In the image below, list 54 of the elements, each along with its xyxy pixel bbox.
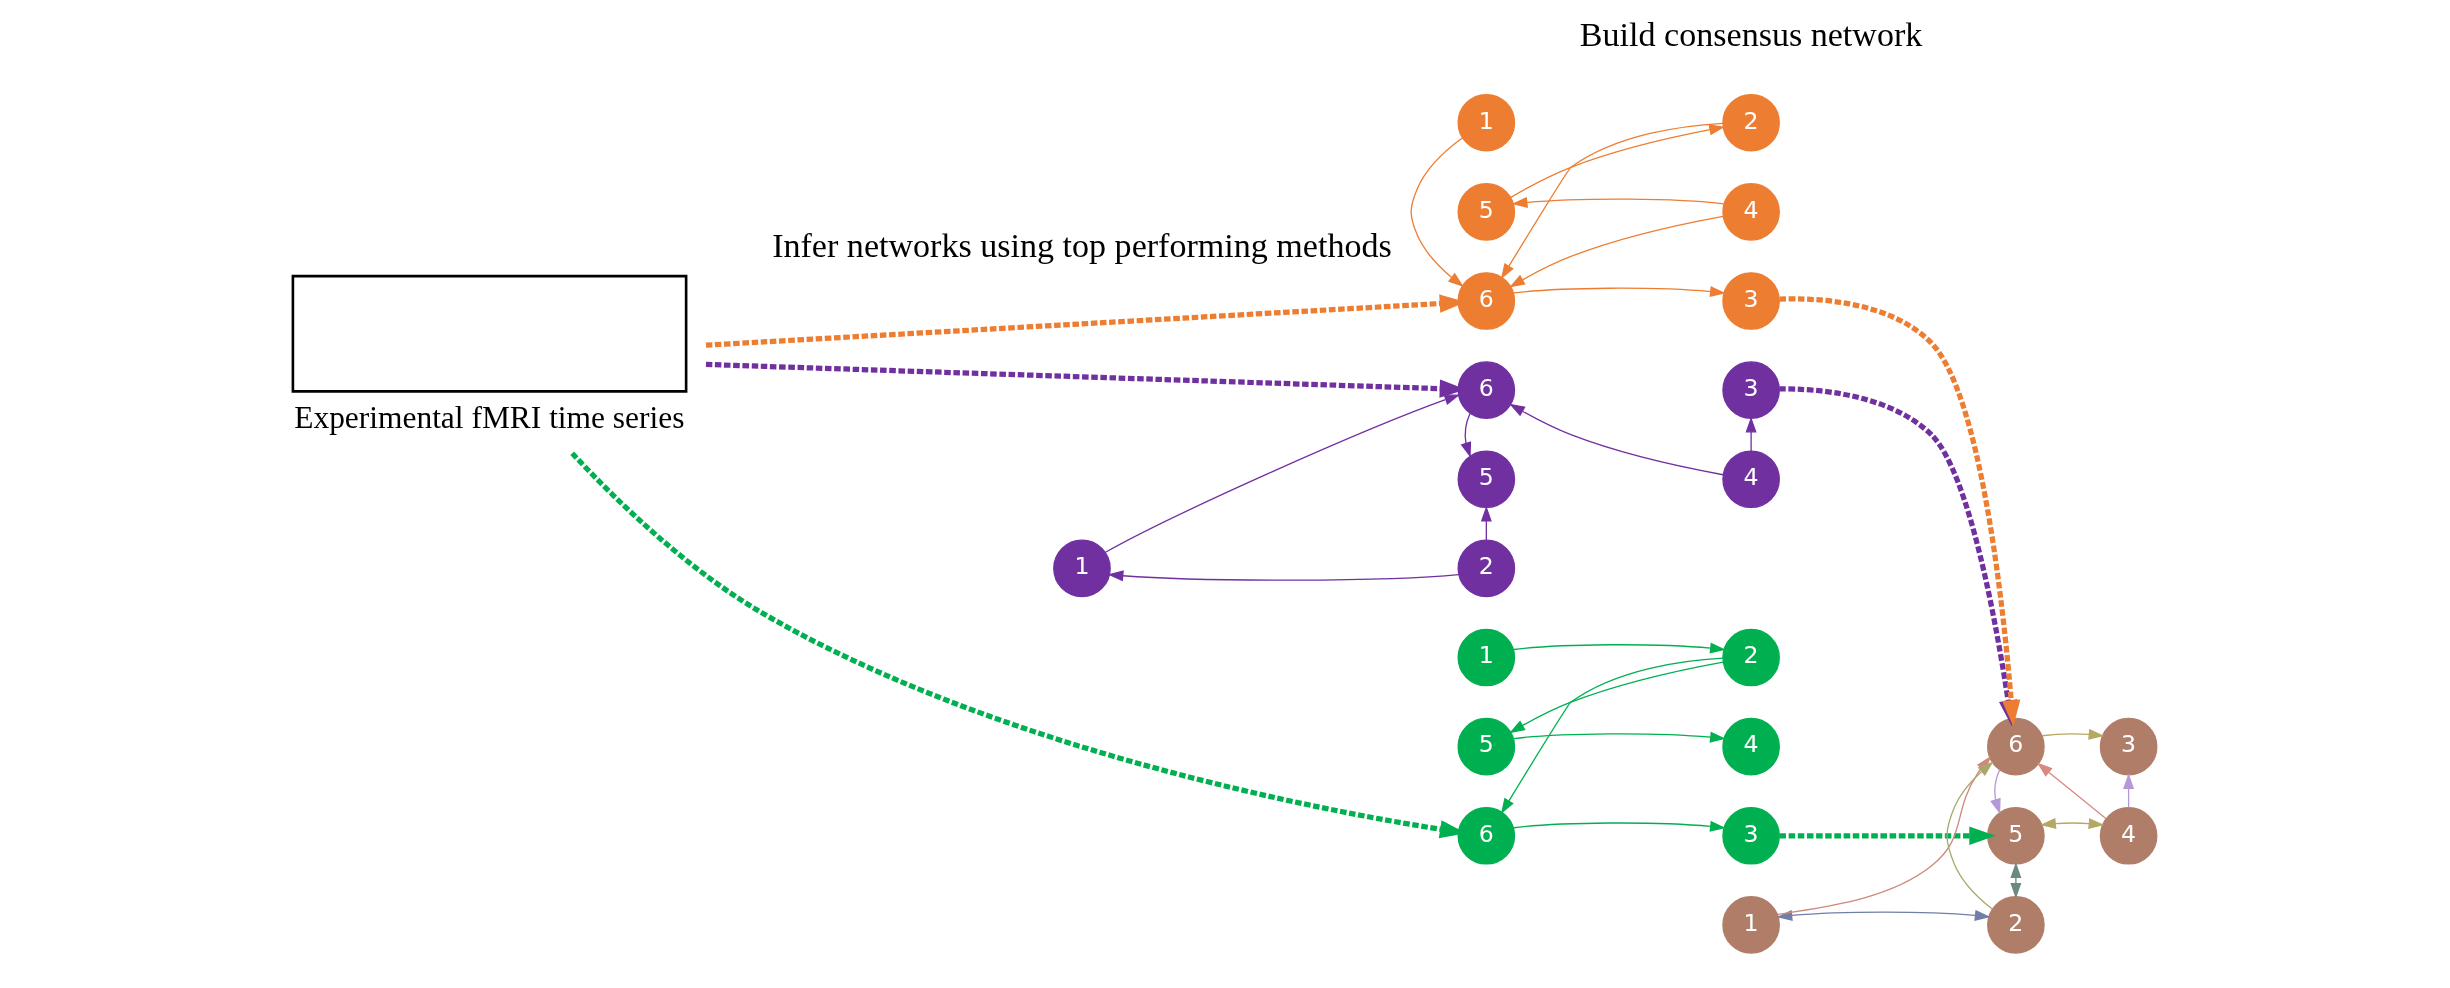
node-circle: 3 xyxy=(1721,272,1780,330)
arrow xyxy=(1508,215,1724,288)
node-circle: 1 xyxy=(1457,93,1515,152)
node-circle: 4 xyxy=(1721,183,1780,241)
arrow xyxy=(1512,731,1726,743)
node-circle: 2 xyxy=(1721,93,1780,152)
arrow xyxy=(2041,728,2104,740)
arrow xyxy=(1511,196,1724,208)
arrow xyxy=(1945,761,1993,910)
arrow xyxy=(1509,124,1725,199)
arrow xyxy=(1480,505,1492,541)
node-circle: 6 xyxy=(1986,717,2045,776)
arrow xyxy=(1508,661,1724,734)
arrow xyxy=(1410,137,1464,287)
arrow xyxy=(1460,412,1471,458)
node-circle: 4 xyxy=(2099,806,2157,865)
node-circle: 6 xyxy=(1457,272,1515,330)
node-circle: 6 xyxy=(1457,361,1515,419)
node-circle: 4 xyxy=(1721,450,1780,509)
arrow xyxy=(2122,773,2134,809)
label: Infer networks using top performing methods xyxy=(771,226,1392,264)
node-circle: 2 xyxy=(1986,896,2045,954)
node-circle: 6 xyxy=(1457,806,1515,865)
arrow xyxy=(1776,909,1991,921)
arrow xyxy=(2039,818,2104,829)
arrow xyxy=(1104,394,1460,553)
arrow xyxy=(1989,769,2001,815)
label: Build consensus network xyxy=(1579,15,1922,53)
arrow xyxy=(1107,570,1459,582)
arrow xyxy=(2036,762,2107,820)
node-circle: 4 xyxy=(1721,717,1780,776)
arrow xyxy=(1779,826,1996,845)
node-circle: 1 xyxy=(1052,539,1111,598)
node-circle: 2 xyxy=(1721,628,1780,687)
node-circle: 5 xyxy=(1457,717,1515,776)
node-label: Experimental fMRI time series xyxy=(293,400,684,436)
arrow xyxy=(1508,403,1724,476)
arrow xyxy=(1500,122,1724,280)
node-circle: 5 xyxy=(1457,183,1515,241)
node-circle: 3 xyxy=(2099,717,2157,776)
arrow xyxy=(1512,286,1726,297)
arrow xyxy=(1512,642,1726,654)
node-circle: 5 xyxy=(1986,806,2045,865)
arrow xyxy=(1745,416,1757,452)
arrow xyxy=(1500,657,1724,814)
arrow xyxy=(1512,820,1726,832)
node-circle: 3 xyxy=(1721,361,1780,419)
arrow xyxy=(2009,862,2021,899)
node-circle: 3 xyxy=(1721,806,1780,865)
node-circle: 1 xyxy=(1721,896,1780,954)
node-circle: 2 xyxy=(1457,539,1515,598)
node-box xyxy=(291,274,687,393)
node-circle: 1 xyxy=(1457,628,1515,687)
node-circle: 5 xyxy=(1457,450,1515,509)
